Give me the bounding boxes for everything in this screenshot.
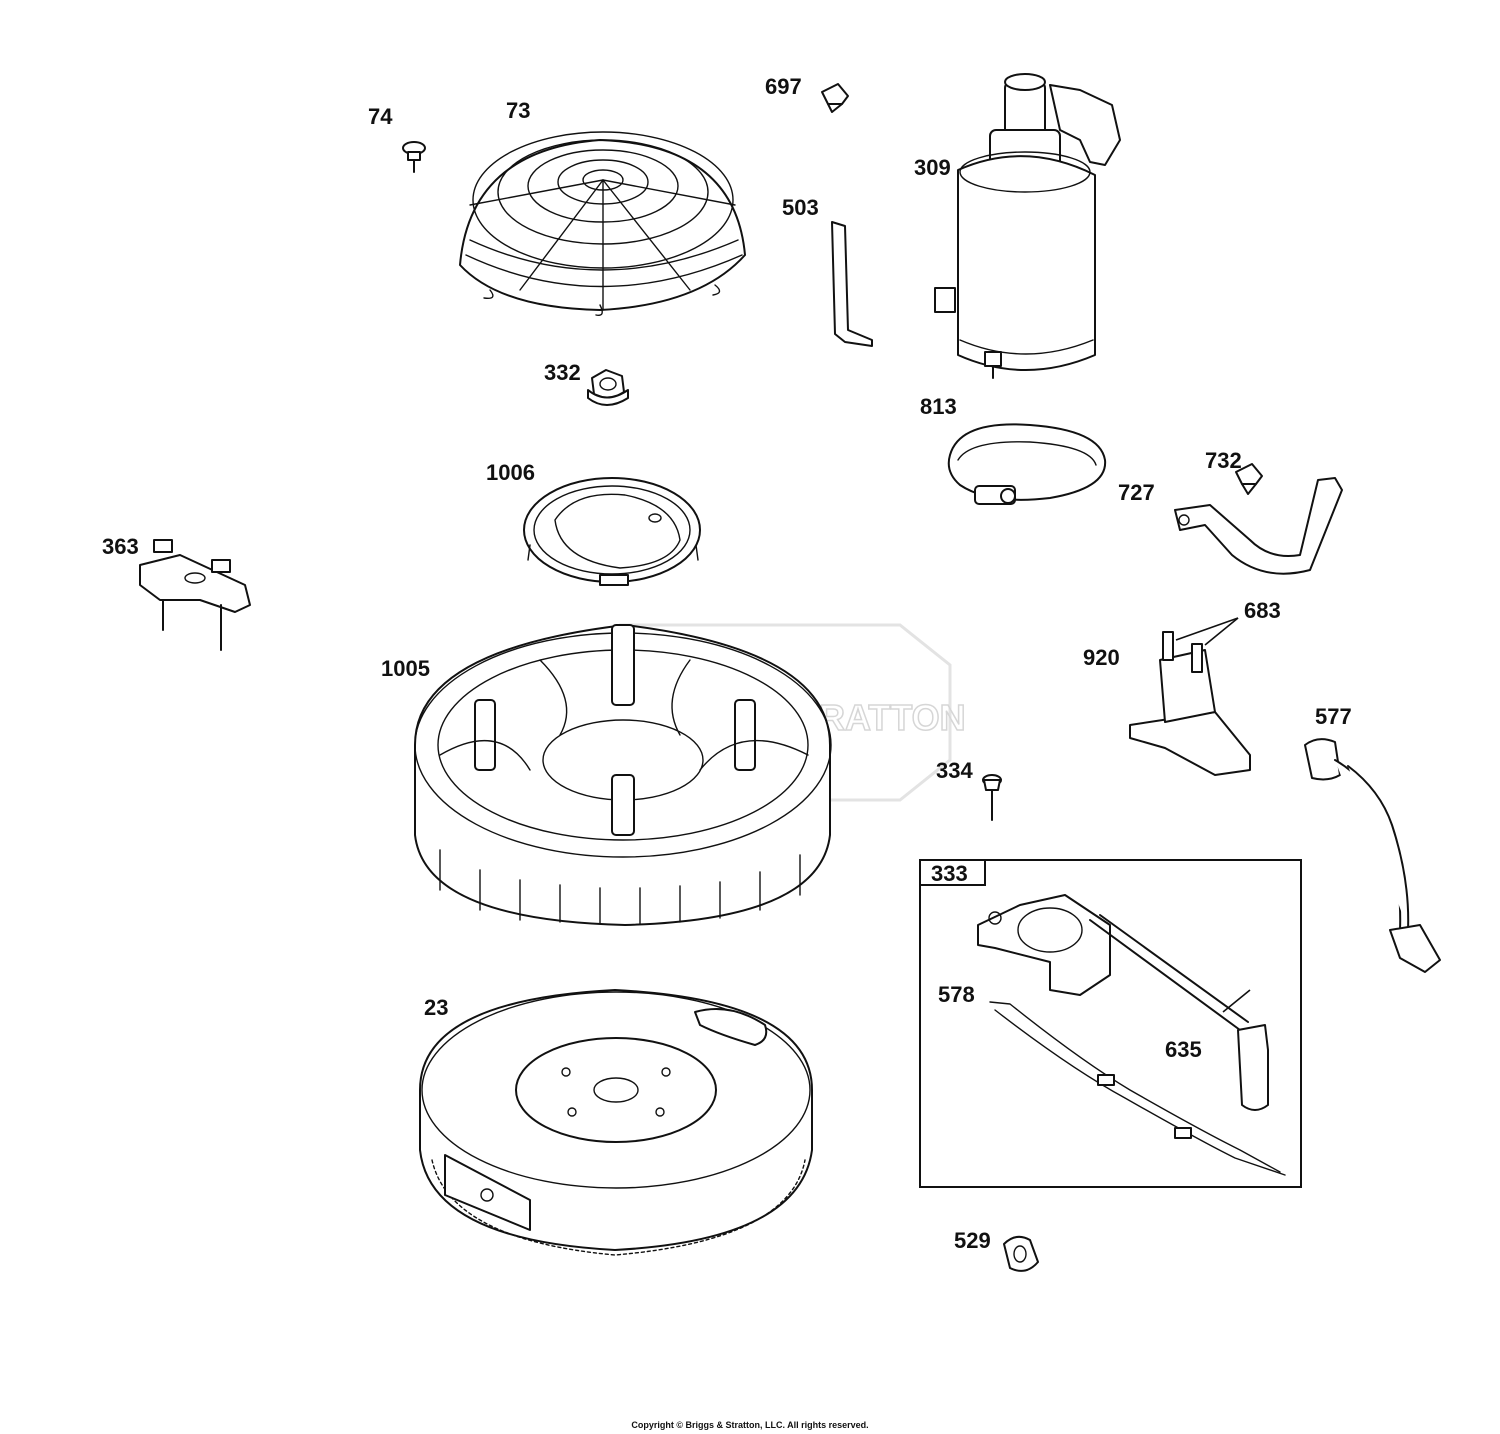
callout-503[interactable]: 503	[782, 195, 819, 220]
callout-23[interactable]: 23	[424, 995, 448, 1020]
part-529-grommet[interactable]	[1003, 1235, 1039, 1272]
callout-732[interactable]: 732	[1205, 448, 1242, 473]
part-697-bolt[interactable]	[821, 83, 849, 113]
callout-1005[interactable]: 1005	[381, 656, 430, 681]
part-732-bolt[interactable]	[1235, 463, 1263, 495]
part-363-bracket-bolts[interactable]	[139, 539, 251, 651]
callout-813[interactable]: 813	[920, 394, 957, 419]
part-23-flywheel[interactable]	[419, 989, 813, 1256]
part-577-plug-wire[interactable]	[1304, 738, 1441, 973]
callout-332[interactable]: 332	[544, 360, 581, 385]
copyright-notice: Copyright © Briggs & Stratton, LLC. All …	[631, 1420, 868, 1430]
part-813-clamp-band[interactable]	[947, 423, 1107, 505]
callout-635[interactable]: 635	[1165, 1037, 1202, 1062]
callout-363[interactable]: 363	[102, 534, 139, 559]
callout-697[interactable]: 697	[765, 74, 802, 99]
part-309-starter-motor[interactable]	[934, 73, 1121, 379]
callout-1006[interactable]: 1006	[486, 460, 535, 485]
callout-334[interactable]: 334	[936, 758, 973, 783]
leader-lines	[1175, 617, 1251, 1013]
part-920-rectifier[interactable]	[1129, 631, 1251, 776]
callout-309[interactable]: 309	[914, 155, 951, 180]
callout-683[interactable]: 683	[1244, 598, 1281, 623]
kit-333-box[interactable]	[919, 859, 1302, 1188]
part-332-nut[interactable]	[587, 369, 629, 406]
callouts: 74 73 697 309 503 332 813 1006 732 727 3…	[102, 74, 1352, 1253]
part-1005-fan[interactable]	[414, 624, 832, 926]
part-1006-magnet-ring[interactable]	[523, 477, 701, 586]
part-74-screw[interactable]	[402, 141, 426, 173]
callout-727[interactable]: 727	[1118, 480, 1155, 505]
callout-577[interactable]: 577	[1315, 704, 1352, 729]
callout-529[interactable]: 529	[954, 1228, 991, 1253]
callout-333[interactable]: 333	[931, 861, 968, 886]
callout-578[interactable]: 578	[938, 982, 975, 1007]
callout-74[interactable]: 74	[368, 104, 393, 129]
part-73-fan-screen[interactable]	[459, 131, 746, 316]
part-503-bracket[interactable]	[831, 221, 873, 347]
part-727-bracket[interactable]	[1174, 477, 1343, 575]
callout-73[interactable]: 73	[506, 98, 530, 123]
callout-920[interactable]: 920	[1083, 645, 1120, 670]
part-334-screw[interactable]	[982, 774, 1002, 821]
